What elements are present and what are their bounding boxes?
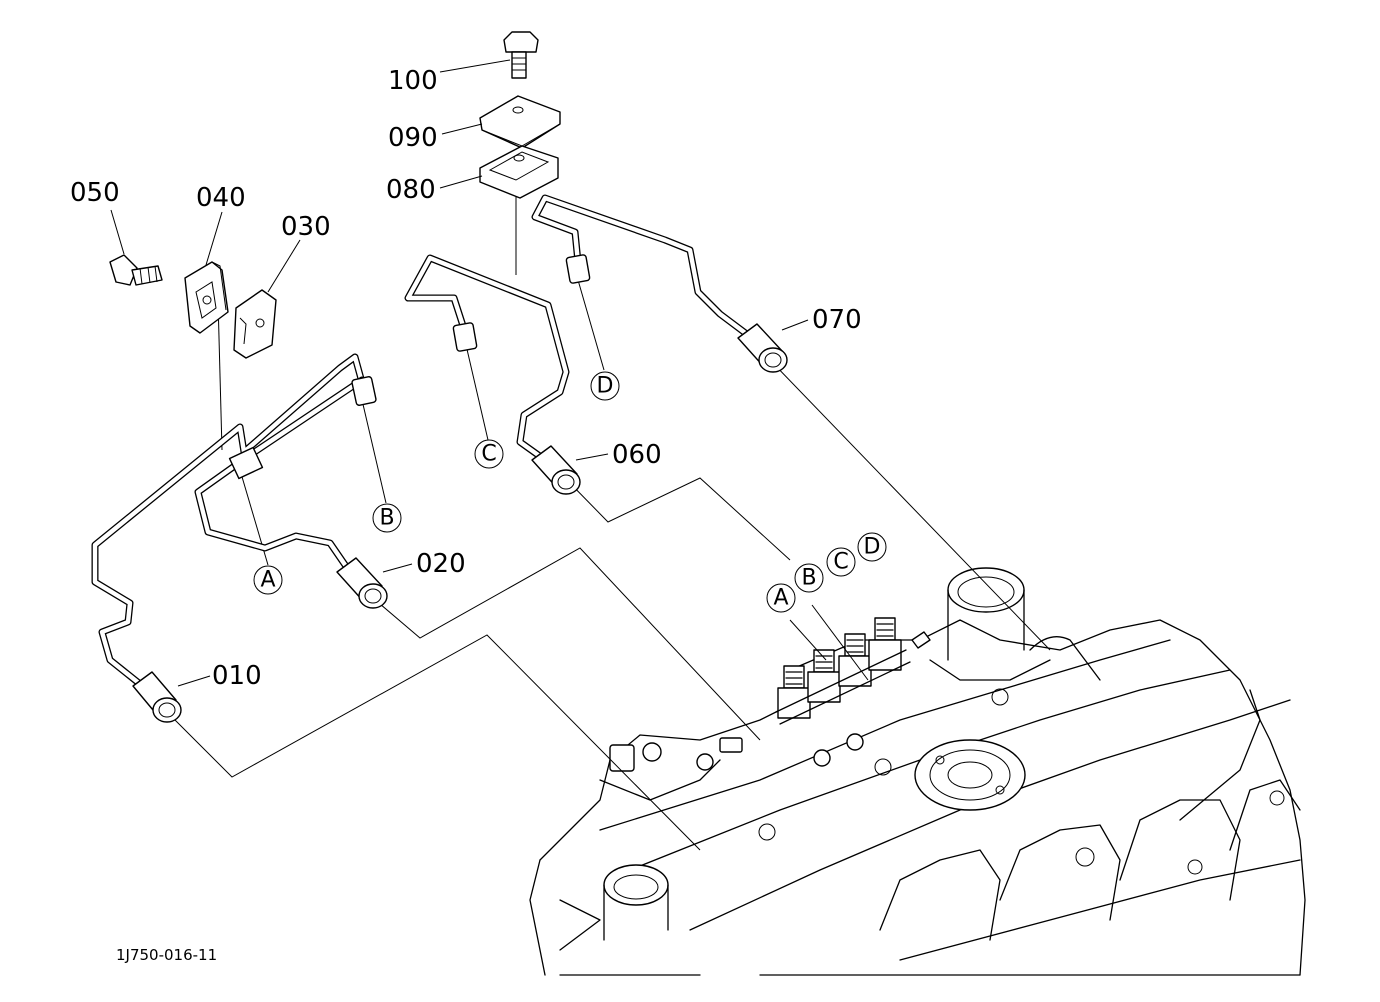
part-label-100: 100 xyxy=(388,66,438,96)
connection-markers: A B C D A B C D xyxy=(253,371,887,613)
marker-pipe-d: D xyxy=(590,371,620,401)
part-label-050: 050 xyxy=(70,178,120,208)
marker-pipe-c: C xyxy=(474,439,504,469)
marker-pipe-b: B xyxy=(372,503,402,533)
marker-pipe-a: A xyxy=(253,565,283,595)
connection-lines xyxy=(164,190,1051,851)
nozzle xyxy=(868,617,902,671)
svg-text:C: C xyxy=(481,442,496,467)
part-label-010: 010 xyxy=(212,661,262,691)
injection-pipe-070 xyxy=(531,194,756,342)
part-label-020: 020 xyxy=(416,549,466,579)
clamp-block-030 xyxy=(233,289,277,359)
nozzle xyxy=(838,633,872,687)
svg-text:A: A xyxy=(773,586,788,611)
bolt-050 xyxy=(109,254,163,286)
svg-text:B: B xyxy=(801,566,816,591)
marker-nozzle-d: D xyxy=(857,532,887,562)
part-label-060: 060 xyxy=(612,440,662,470)
injection-pipe-010 xyxy=(91,353,367,696)
pipe-nut-fittings xyxy=(351,254,591,406)
svg-text:C: C xyxy=(833,550,848,575)
marker-nozzle-c: C xyxy=(826,547,856,577)
part-leaders xyxy=(110,59,809,687)
nozzle xyxy=(807,649,841,703)
marker-nozzle-b: B xyxy=(794,563,824,593)
engine-cylinder-head xyxy=(529,567,1306,976)
svg-text:B: B xyxy=(379,506,394,531)
nozzle xyxy=(777,665,811,719)
svg-text:D: D xyxy=(864,535,881,560)
part-label-090: 090 xyxy=(388,123,438,153)
pipe-sleeve-fittings xyxy=(132,323,788,723)
clamp-plate-040 xyxy=(184,261,229,334)
marker-nozzle-a: A xyxy=(766,583,796,613)
bolt-100 xyxy=(503,31,539,79)
injection-pipe-060 xyxy=(404,254,570,466)
clamp-base-080 xyxy=(479,145,559,199)
injection-nozzles xyxy=(775,617,931,725)
part-number-labels: 100 090 080 050 040 030 070 060 020 010 xyxy=(70,66,862,691)
svg-text:D: D xyxy=(597,374,614,399)
svg-text:A: A xyxy=(260,568,275,593)
pipe-clamp xyxy=(228,446,264,480)
part-label-040: 040 xyxy=(196,183,246,213)
part-label-030: 030 xyxy=(281,212,331,242)
injection-pipe-020 xyxy=(194,376,366,579)
clamp-top-090 xyxy=(479,95,561,149)
part-label-070: 070 xyxy=(812,305,862,335)
part-label-080: 080 xyxy=(386,175,436,205)
figure-code: 1J750-016-11 xyxy=(116,946,217,964)
